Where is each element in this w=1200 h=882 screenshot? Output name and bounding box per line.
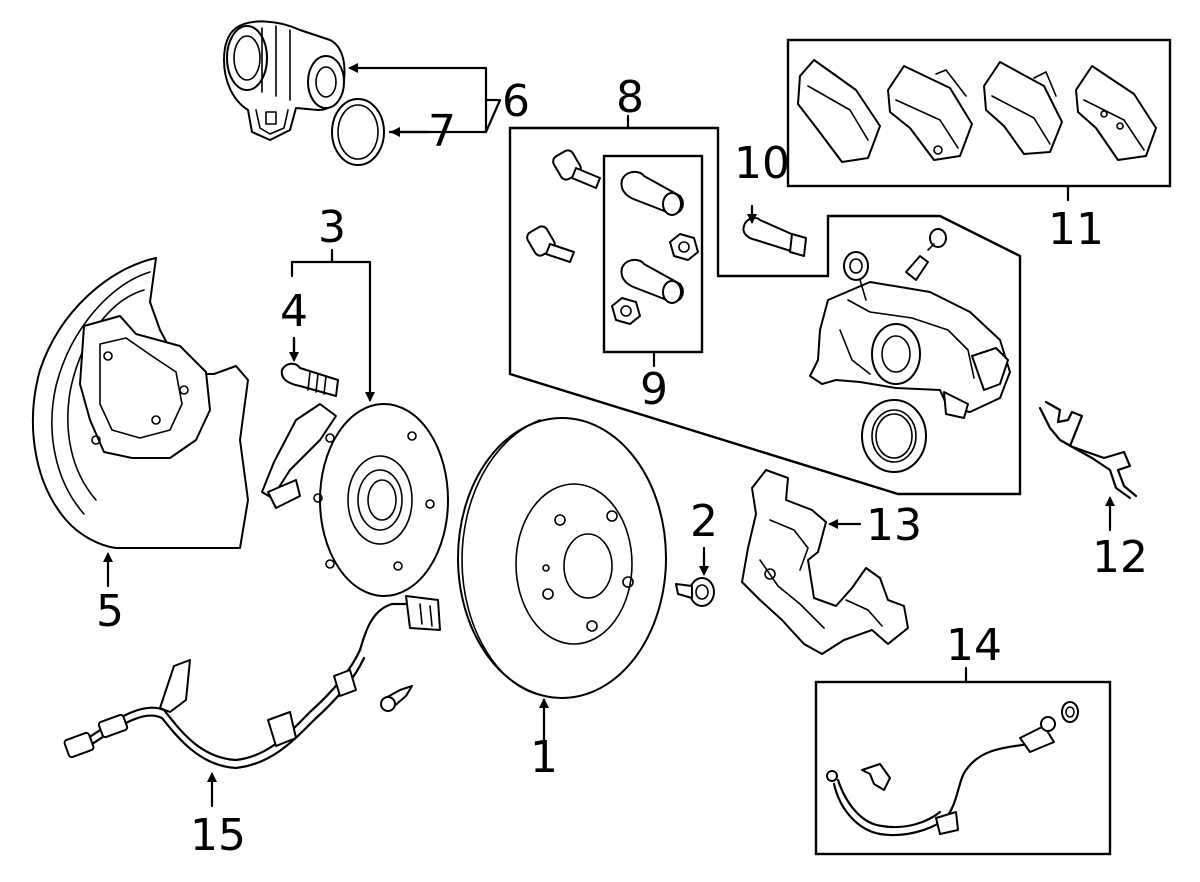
o-ring: [331, 98, 385, 166]
guide-bolt-upper: [552, 149, 601, 189]
guide-sleeve-lower: [620, 258, 684, 304]
splash-shield: [31, 257, 249, 549]
callout-6-leader: [348, 63, 502, 137]
guide-bolt-lower: [526, 225, 575, 263]
callout-13: 13: [866, 500, 922, 551]
callout-3: 3: [318, 202, 346, 253]
callout-9: 9: [640, 364, 668, 415]
wheel-stud: [280, 362, 339, 397]
brake-caliper: [809, 228, 1011, 419]
callout-12: 12: [1092, 532, 1148, 583]
callout-11: 11: [1048, 204, 1104, 255]
brake-hose-box: [814, 680, 1112, 856]
nut-upper: [669, 233, 699, 261]
anti-rattle-spring: [1038, 400, 1138, 500]
piston-seal: [861, 399, 927, 473]
caliper-bracket: [741, 469, 909, 655]
caliper-kit-box: [508, 126, 1022, 496]
rotor-screw: [675, 577, 715, 607]
brake-pad-3: [983, 61, 1063, 155]
callout-15: 15: [190, 810, 246, 861]
guide-pin: [742, 217, 807, 257]
brake-pad-2: [887, 65, 973, 161]
brake-hose: [826, 701, 1079, 837]
parking-brake-motor: [223, 20, 346, 141]
callout-4: 4: [280, 286, 308, 337]
callout-6: 6: [502, 76, 530, 127]
callout-5: 5: [96, 586, 124, 637]
nut-lower: [611, 297, 641, 325]
hub-bearing: [261, 403, 449, 597]
callout-1: 1: [530, 732, 558, 783]
callout-2: 2: [690, 496, 718, 547]
callout-8: 8: [616, 72, 644, 123]
brake-pad-4: [1075, 65, 1157, 161]
brake-rotor: [457, 417, 667, 699]
wheel-speed-sensor-harness: [63, 595, 441, 770]
brake-pads-box: [786, 38, 1172, 188]
guide-sleeve-upper: [620, 170, 684, 216]
hose-clip: [861, 763, 891, 791]
callout-14: 14: [946, 620, 1002, 671]
callout-10: 10: [734, 138, 790, 189]
callout-7: 7: [428, 106, 456, 157]
brake-pad-1: [797, 59, 881, 163]
